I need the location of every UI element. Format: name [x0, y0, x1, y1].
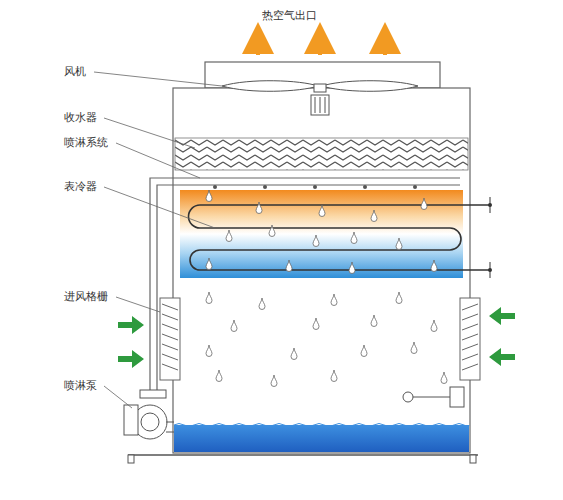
outlet-label: 热空气出口: [262, 10, 317, 22]
part-label: 进风格栅: [64, 291, 108, 303]
part-label: 收水器: [64, 112, 97, 124]
part-label: 喷淋系统: [64, 137, 108, 149]
part-label: 风机: [64, 66, 86, 78]
part-label: 表冷器: [64, 181, 97, 193]
part-label: 喷淋泵: [64, 380, 97, 392]
